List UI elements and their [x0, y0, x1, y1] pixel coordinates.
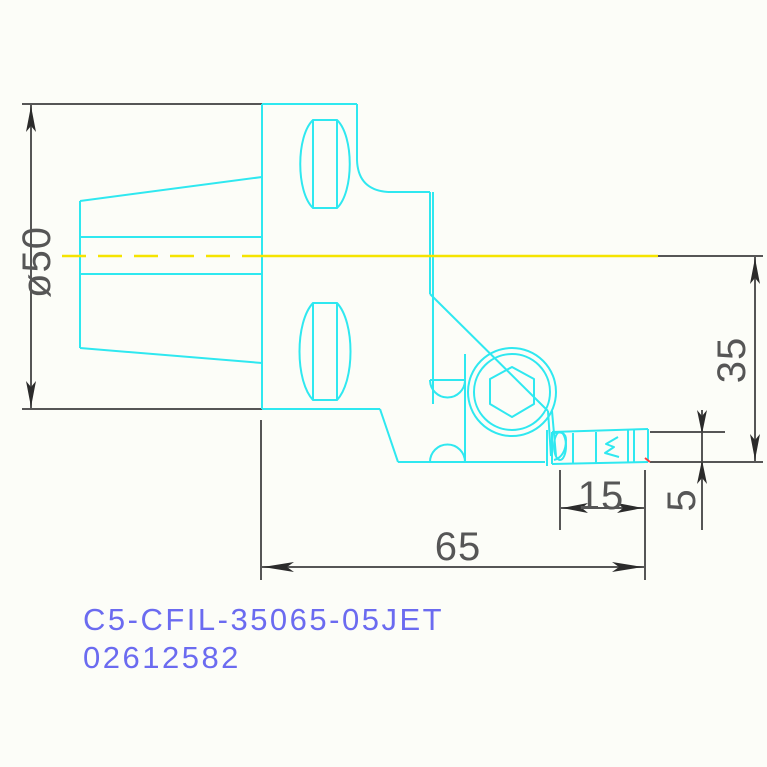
arrow-height-top	[750, 258, 760, 284]
insert-screw-ellipse	[553, 431, 567, 461]
clamp-screw-hex-socket	[489, 366, 535, 418]
coolant-arc-lower	[429, 443, 466, 463]
part-number-label: 02612582	[83, 640, 241, 675]
head-lower-left-slope	[379, 408, 399, 463]
upper-oval-slot-rect	[312, 119, 338, 209]
arrow-insert-width-top	[697, 410, 707, 434]
dimension-text-insert-width: 5	[660, 488, 704, 511]
lower-oval-slot-right-arc	[336, 302, 352, 401]
arrow-insert-length-left	[562, 503, 588, 513]
upper-oval-slot-left-arc	[299, 119, 314, 209]
dimension-lines-group	[22, 103, 763, 580]
clamp-screw-inner-circle	[473, 353, 551, 431]
dimension-arrowheads	[26, 106, 760, 572]
arrow-diameter-bottom	[26, 381, 36, 407]
lower-oval-slot-rect	[312, 302, 338, 401]
insert-chipbreaker-profile	[604, 436, 620, 458]
dimension-text-diameter: ø50	[15, 226, 59, 298]
part-geometry-group	[79, 103, 651, 466]
part-designation-label: C5-CFIL-35065-05JET	[83, 602, 444, 637]
arrow-overall-left	[263, 562, 294, 572]
insert-top-edge	[551, 428, 649, 433]
dimension-text-height: 35	[710, 337, 754, 384]
head-angled-chamfer	[429, 293, 549, 412]
lower-oval-slot-left-arc	[298, 302, 314, 401]
arrow-insert-length-right	[617, 503, 643, 513]
clamp-screw-outer-circle	[467, 347, 557, 437]
shank-top-taper-line	[79, 176, 263, 202]
insert-bottom-edge	[551, 461, 649, 465]
arrow-insert-width-bottom	[697, 460, 707, 484]
arrow-height-bottom	[750, 434, 760, 460]
flange-upper-fillet	[356, 159, 389, 193]
dimension-text-overall-length: 65	[435, 525, 482, 569]
coolant-arc-upper	[429, 379, 466, 399]
shank-bottom-taper-line	[79, 347, 263, 364]
arrow-overall-right	[612, 562, 643, 572]
dimension-text-insert-length: 15	[578, 474, 625, 518]
insert-tip-corner-mark	[644, 457, 651, 463]
head-tip-strut-left	[547, 410, 552, 457]
upper-oval-slot-right-arc	[336, 119, 351, 209]
arrow-diameter-top	[26, 106, 36, 132]
